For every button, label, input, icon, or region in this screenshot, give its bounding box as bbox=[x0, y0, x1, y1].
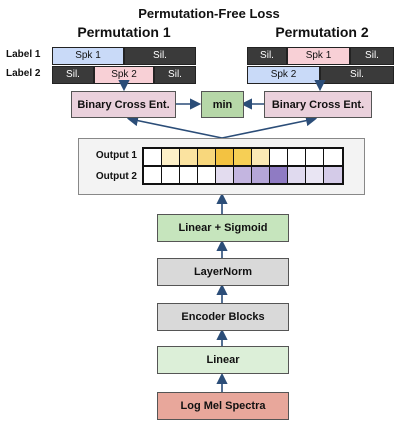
segment-sil: Sil. bbox=[320, 66, 394, 84]
min-box: min bbox=[201, 91, 244, 118]
output-1-cell bbox=[252, 149, 270, 165]
segment-sil: Sil. bbox=[247, 47, 287, 65]
output-1-cell bbox=[180, 149, 198, 165]
label-1-text: Label 1 bbox=[6, 49, 41, 60]
arrow-outputs-to-bce-right bbox=[221, 115, 318, 139]
segment-spk1: Spk 1 bbox=[287, 47, 350, 65]
permutation-1-title: Permutation 1 bbox=[77, 24, 171, 40]
output-1-cell bbox=[306, 149, 324, 165]
output-2-label: Output 2 bbox=[95, 171, 137, 182]
output-1-cell bbox=[162, 149, 180, 165]
output-1-row bbox=[142, 147, 344, 167]
bce-left-box: Binary Cross Ent. bbox=[71, 91, 176, 118]
output-grid bbox=[142, 147, 344, 185]
encoder-blocks-box: Encoder Blocks bbox=[157, 303, 289, 331]
linear-box: Linear bbox=[157, 346, 289, 374]
segment-sil: Sil. bbox=[52, 66, 94, 84]
segment-sil: Sil. bbox=[350, 47, 394, 65]
output-1-cell bbox=[216, 149, 234, 165]
output-2-row bbox=[142, 167, 344, 185]
output-2-cell bbox=[180, 167, 198, 183]
output-2-cell bbox=[306, 167, 324, 183]
output-2-cell bbox=[324, 167, 342, 183]
output-1-cell bbox=[234, 149, 252, 165]
output-2-cell bbox=[270, 167, 288, 183]
output-2-cell bbox=[288, 167, 306, 183]
output-2-cell bbox=[234, 167, 252, 183]
output-2-cell bbox=[198, 167, 216, 183]
bce-right-box: Binary Cross Ent. bbox=[264, 91, 372, 118]
segment-spk2: Spk 2 bbox=[247, 66, 320, 84]
output-1-cell bbox=[288, 149, 306, 165]
arrow-outputs-to-bce-left bbox=[126, 115, 223, 139]
output-2-cell bbox=[252, 167, 270, 183]
output-2-cell bbox=[216, 167, 234, 183]
layernorm-box: LayerNorm bbox=[157, 258, 289, 286]
output-1-cell bbox=[324, 149, 342, 165]
output-panel: Output 1 Output 2 bbox=[78, 138, 365, 195]
output-2-cell bbox=[162, 167, 180, 183]
output-1-label: Output 1 bbox=[95, 150, 137, 161]
diagram-title: Permutation-Free Loss bbox=[138, 6, 280, 21]
output-1-cell bbox=[144, 149, 162, 165]
output-2-cell bbox=[144, 167, 162, 183]
segment-spk1: Spk 1 bbox=[52, 47, 124, 65]
output-1-cell bbox=[270, 149, 288, 165]
log-mel-spectra-box: Log Mel Spectra bbox=[157, 392, 289, 420]
permutation-2-title: Permutation 2 bbox=[275, 24, 369, 40]
label-2-text: Label 2 bbox=[6, 68, 41, 79]
linear-sigmoid-box: Linear + Sigmoid bbox=[157, 214, 289, 242]
segment-sil: Sil. bbox=[124, 47, 196, 65]
segment-sil: Sil. bbox=[154, 66, 196, 84]
output-1-cell bbox=[198, 149, 216, 165]
